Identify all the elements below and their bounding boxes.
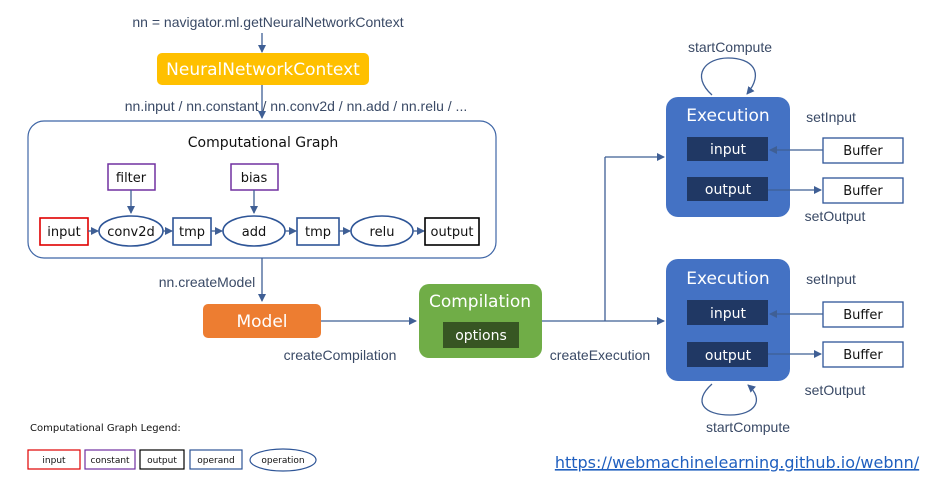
start-compute-label-1: startCompute — [688, 39, 772, 55]
create-model-label: nn.createModel — [159, 274, 256, 290]
legend-constant — [84, 449, 136, 470]
output-node[interactable] — [424, 217, 480, 246]
set-output-label-1: setOutput — [805, 208, 866, 224]
execution-input-label-2: input — [710, 306, 747, 322]
context-call-label: nn = navigator.ml.getNeuralNetworkContex… — [132, 14, 403, 30]
conv2d-operation-label: conv2d — [107, 225, 155, 240]
start-compute-loop-1 — [700, 57, 757, 96]
buffer-in-1[interactable] — [822, 137, 904, 164]
neural-network-context-box[interactable] — [157, 53, 369, 85]
legend-input-label: input — [42, 456, 66, 466]
execution-title-1: Execution — [686, 106, 769, 126]
bias-node-label: bias — [241, 171, 268, 186]
execution-output-label-2: output — [705, 348, 752, 364]
neural-network-context-label: NeuralNetworkContext — [166, 60, 360, 80]
buffer-out-2[interactable] — [822, 341, 904, 368]
model-label: Model — [236, 312, 287, 332]
legend-operand — [189, 449, 243, 470]
create-compilation-label: createCompilation — [284, 347, 397, 363]
legend-title: Computational Graph Legend: — [30, 423, 181, 434]
legend-constant-label: constant — [90, 456, 130, 466]
execution-output-label-1: output — [705, 182, 752, 198]
execution-input-label-1: input — [710, 142, 747, 158]
legend-operand-label: operand — [197, 456, 234, 466]
execution-title-2: Execution — [686, 269, 769, 289]
options-box[interactable] — [443, 322, 519, 348]
model-box[interactable] — [203, 304, 321, 338]
execution-input-2[interactable] — [687, 300, 768, 325]
legend-output-label: output — [147, 456, 177, 466]
compilation-label: Compilation — [429, 292, 531, 312]
relu-operation-label: relu — [370, 225, 395, 240]
buffer-in-label-2: Buffer — [843, 308, 883, 323]
computational-graph-title: Computational Graph — [188, 135, 339, 151]
ops-call-label: nn.input / nn.constant / nn.conv2d / nn.… — [125, 98, 467, 114]
legend-operation — [249, 448, 317, 472]
execution-input-1[interactable] — [687, 137, 768, 161]
add-operation-label: add — [242, 225, 266, 240]
create-execution-label: createExecution — [550, 347, 650, 363]
start-compute-loop-2 — [701, 383, 758, 416]
legend-operation-label: operation — [261, 456, 304, 466]
filter-node-label: filter — [116, 171, 147, 186]
input-node-label: input — [47, 225, 80, 240]
execution-output-1[interactable] — [687, 177, 768, 201]
set-input-label-1: setInput — [806, 109, 856, 125]
options-label: options — [455, 328, 507, 344]
filter-node[interactable] — [107, 163, 156, 191]
webnn-spec-link[interactable]: https://webmachinelearning.github.io/web… — [555, 453, 920, 472]
buffer-out-label-2: Buffer — [843, 348, 883, 363]
tmp-operand-2-label: tmp — [305, 225, 331, 240]
legend-output — [139, 449, 185, 470]
tmp-operand-1-label: tmp — [179, 225, 205, 240]
bias-node[interactable] — [230, 163, 279, 191]
execution-output-2[interactable] — [687, 342, 768, 367]
tmp-operand-2[interactable] — [296, 217, 340, 246]
output-node-label: output — [431, 225, 474, 240]
start-compute-label-2: startCompute — [706, 419, 790, 435]
set-input-label-2: setInput — [806, 271, 856, 287]
buffer-out-label-1: Buffer — [843, 184, 883, 199]
input-node[interactable] — [39, 217, 89, 246]
buffer-in-2[interactable] — [822, 301, 904, 328]
buffer-in-label-1: Buffer — [843, 144, 883, 159]
set-output-label-2: setOutput — [805, 382, 866, 398]
buffer-out-1[interactable] — [822, 177, 904, 204]
legend-input — [27, 449, 81, 470]
